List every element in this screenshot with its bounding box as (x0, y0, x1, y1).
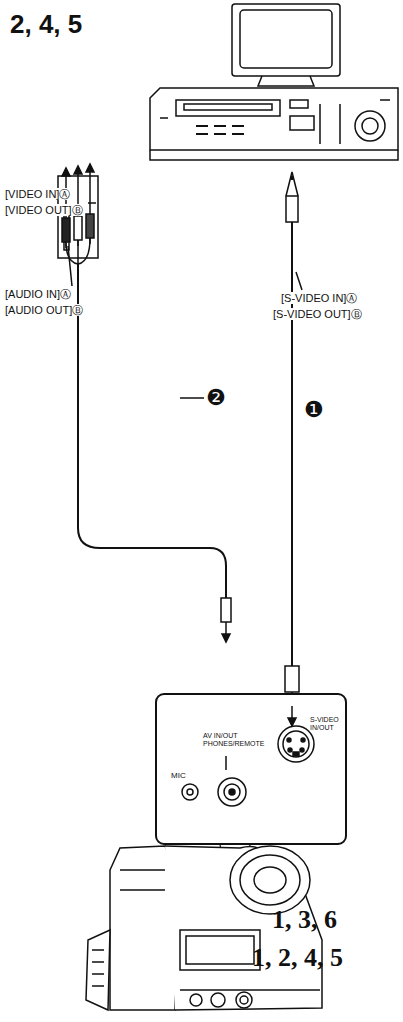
s-video-cable (291, 176, 293, 670)
jack-panel-inset (156, 694, 346, 844)
step-numbers: 1, 2, 4, 5 (252, 944, 343, 973)
jack-label: [AUDIO OUT]Ⓑ (4, 304, 84, 316)
jack-label: [VIDEO IN]Ⓐ (4, 188, 71, 200)
av-plug (221, 598, 231, 622)
jack-label: MIC (170, 772, 187, 781)
jack-label: [VIDEO OUT]Ⓑ (4, 204, 84, 216)
jack-label: S-VIDEO IN/OUT (310, 716, 344, 731)
jack-label: [S-VIDEO IN]Ⓐ (280, 292, 358, 304)
step-numbers: 2, 4, 5 (10, 10, 82, 39)
vcr-deck (150, 88, 398, 160)
leader-line (296, 272, 302, 290)
leader-line (68, 246, 72, 286)
jack-label: AV IN/OUT PHONES/REMOTE (203, 732, 255, 747)
callout-number: ❷ (206, 386, 226, 410)
tv-monitor (232, 4, 340, 86)
jack-label: [S-VIDEO OUT]Ⓑ (272, 308, 363, 320)
jack-label: [AUDIO IN]Ⓐ (4, 288, 72, 300)
step-numbers: 1, 3, 6 (272, 906, 337, 935)
leader-line (180, 397, 204, 399)
callout-number: ❶ (304, 398, 324, 422)
leader-line (88, 202, 96, 204)
av-cable (78, 264, 226, 600)
s-video-plug (285, 666, 299, 692)
